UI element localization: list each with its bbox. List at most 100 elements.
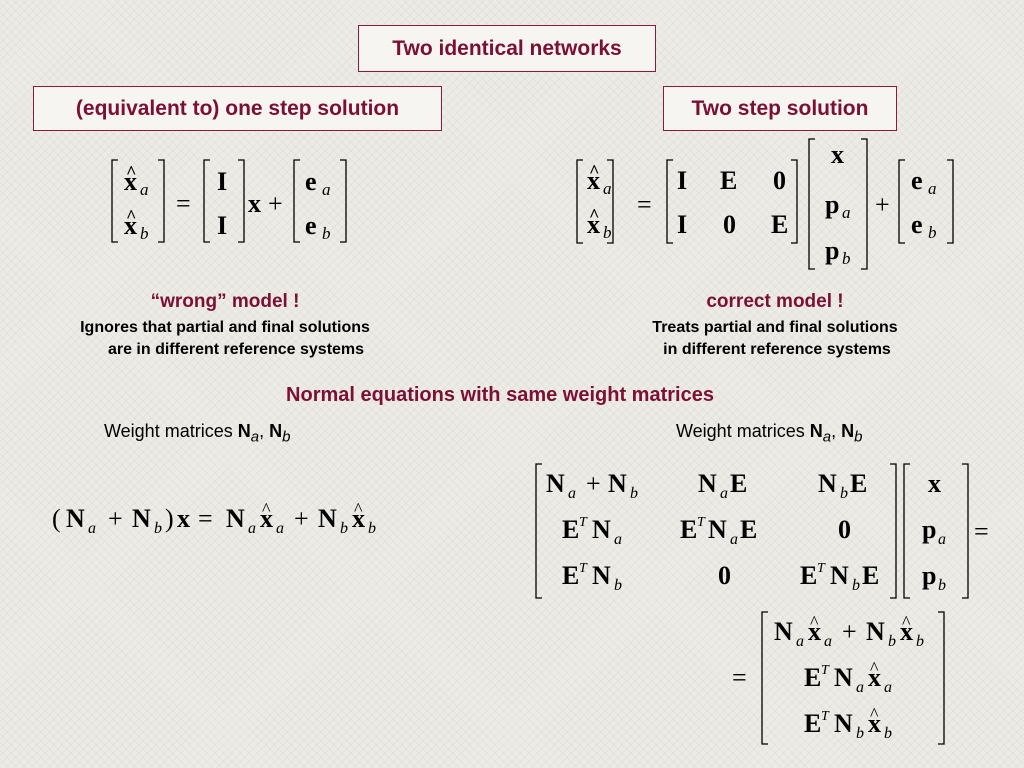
svg-text:^: ^ [870, 704, 879, 724]
svg-text:N: N [698, 469, 717, 498]
right-desc-line2: in different reference systems [663, 341, 891, 358]
right-heading-box: Two step solution [663, 86, 897, 131]
svg-text:N: N [592, 515, 611, 544]
svg-text:N: N [132, 504, 151, 533]
svg-text:x: x [900, 617, 913, 646]
right-desc-line1: Treats partial and final solutions [652, 319, 898, 336]
left-desc-line1: Ignores that partial and final solutions [80, 319, 370, 336]
svg-text:N: N [834, 663, 853, 692]
svg-text:E: E [850, 469, 867, 498]
svg-text:^: ^ [126, 162, 136, 182]
svg-text:b: b [856, 725, 864, 742]
svg-text:N: N [818, 469, 837, 498]
svg-text:T: T [821, 709, 830, 724]
svg-text:b: b [154, 520, 162, 537]
svg-text:x: x [868, 709, 881, 738]
svg-text:b: b [840, 485, 848, 502]
svg-text:a: a [720, 485, 728, 502]
svg-text:b: b [322, 224, 331, 243]
svg-text:^: ^ [589, 161, 599, 181]
svg-text:I: I [677, 210, 687, 239]
svg-text:N: N [592, 561, 611, 590]
svg-text:^: ^ [126, 206, 136, 226]
svg-text:T: T [817, 561, 826, 576]
right-weight-sep: , [831, 421, 842, 441]
svg-text:x: x [260, 504, 273, 533]
left-weight-prefix: Weight matrices [104, 421, 238, 441]
right-weight-prefix: Weight matrices [676, 421, 810, 441]
svg-text:I: I [217, 211, 227, 240]
svg-text:b: b [340, 520, 348, 537]
svg-text:a: a [730, 531, 738, 548]
svg-text:^: ^ [870, 658, 879, 678]
svg-text:): ) [165, 504, 174, 533]
svg-text:b: b [614, 577, 622, 594]
svg-text:b: b [140, 224, 149, 243]
right-model-label: correct model ! [706, 291, 844, 312]
svg-text:E: E [771, 210, 788, 239]
svg-text:a: a [796, 633, 804, 650]
svg-text:b: b [603, 223, 612, 242]
svg-text:p: p [825, 190, 839, 219]
svg-text:x: x [124, 211, 137, 240]
svg-text:N: N [866, 617, 885, 646]
svg-text:+: + [842, 617, 857, 646]
svg-text:b: b [916, 633, 924, 650]
right-caption: correct model ! Treats partial and final… [570, 291, 980, 359]
svg-text:x: x [248, 189, 261, 218]
svg-text:E: E [740, 515, 757, 544]
svg-text:b: b [938, 577, 946, 594]
svg-text:E: E [730, 469, 747, 498]
svg-text:a: a [276, 520, 284, 537]
svg-text:x: x [587, 166, 600, 195]
svg-text:E: E [720, 166, 737, 195]
svg-text:a: a [856, 679, 864, 696]
title-text: Two identical networks [392, 36, 622, 60]
svg-text:N: N [546, 469, 565, 498]
svg-text:b: b [888, 633, 896, 650]
svg-text:E: E [562, 515, 579, 544]
svg-text:a: a [140, 180, 149, 199]
svg-text:a: a [568, 485, 576, 502]
svg-text:I: I [217, 167, 227, 196]
svg-text:T: T [821, 663, 830, 678]
svg-text:b: b [630, 485, 638, 502]
svg-text:a: a [928, 179, 937, 198]
svg-text:a: a [248, 520, 256, 537]
right-weight-label: Weight matrices Na, Nb [676, 421, 862, 446]
svg-text:+: + [586, 469, 601, 498]
right-weight-na: N [809, 421, 823, 441]
svg-text:x: x [587, 210, 600, 239]
svg-text:^: ^ [589, 205, 599, 225]
svg-text:0: 0 [723, 210, 736, 239]
svg-text:^: ^ [810, 612, 819, 632]
svg-text:e: e [305, 211, 317, 240]
left-caption: “wrong” model ! Ignores that partial and… [20, 291, 430, 359]
right-heading-text: Two step solution [691, 96, 869, 120]
svg-text:N: N [708, 515, 727, 544]
svg-text:x: x [831, 140, 844, 169]
left-weight-nb: N [269, 421, 283, 441]
svg-text:p: p [922, 561, 936, 590]
svg-text:0: 0 [773, 166, 786, 195]
svg-text:N: N [608, 469, 627, 498]
left-heading-box: (equivalent to) one step solution [33, 86, 442, 131]
svg-text:0: 0 [718, 561, 731, 590]
svg-text:e: e [911, 166, 923, 195]
svg-text:=: = [974, 517, 989, 546]
left-weight-sep: , [259, 421, 270, 441]
left-model-equation: x^ x^ II x ee ab ab =+ [111, 159, 347, 243]
svg-text:p: p [825, 236, 839, 265]
svg-text:b: b [928, 223, 937, 242]
svg-text:a: a [842, 203, 851, 222]
svg-text:+: + [108, 504, 123, 533]
left-desc-line2: are in different reference systems [107, 341, 365, 358]
svg-text:e: e [911, 210, 923, 239]
svg-text:b: b [368, 520, 376, 537]
left-weight-na-sub: a [250, 428, 260, 446]
svg-text:b: b [852, 577, 860, 594]
svg-text:+: + [294, 504, 309, 533]
